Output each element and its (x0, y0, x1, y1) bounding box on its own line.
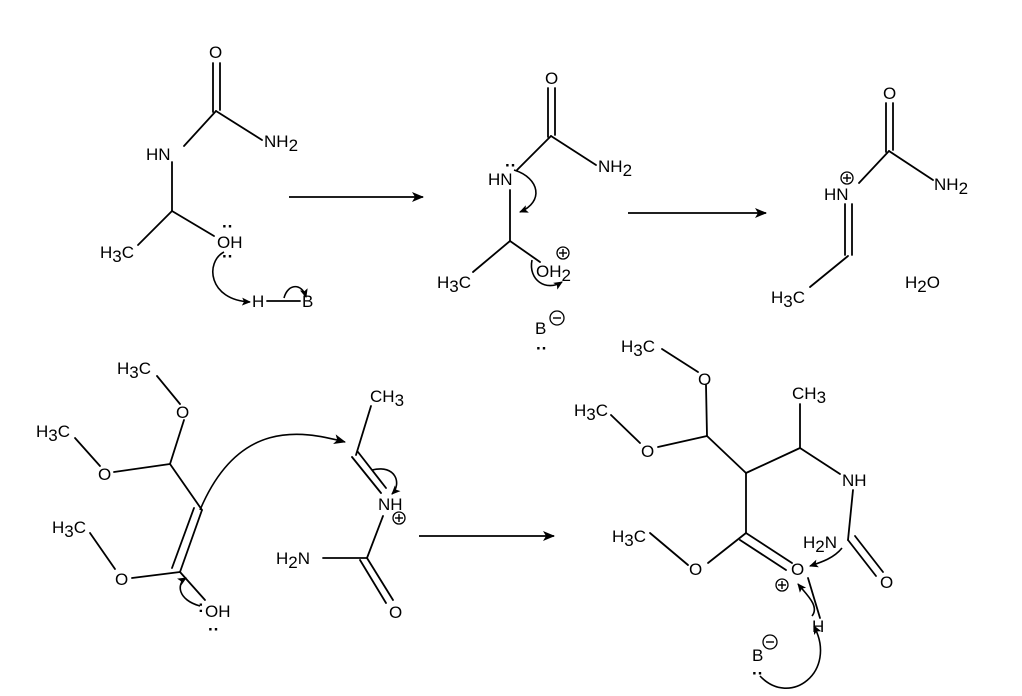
curly-arrow-base-deprotonation (759, 625, 822, 689)
curly-arrow-enol-oh (177, 577, 201, 607)
curly-arrow-co-bond (530, 259, 563, 290)
atom-o: O (641, 442, 654, 461)
atom-h3c: H3C (612, 527, 646, 550)
curly-arrow-enol-attack (199, 433, 346, 511)
curly-arrow-lone-pair (212, 251, 251, 306)
plus-charge-icon (392, 511, 406, 525)
atom-h2n: H2N (803, 533, 837, 556)
molecule-mannich-adduct: H3C O H3C O CH3 NH H2N H3C O O O H B ·· (574, 337, 893, 689)
atom-h3c: H3C (437, 273, 471, 296)
atom-o: O (176, 403, 189, 422)
molecule-protonated-hemiaminal: O NH2 HN ·· OH2 H3C B ·· (437, 69, 632, 358)
water-label: H2O (905, 273, 940, 296)
atom-nh: NH (378, 495, 403, 514)
atom-o: O (698, 370, 711, 389)
svg-text:··: ·· (222, 247, 233, 266)
atom-nh2: NH2 (264, 132, 298, 155)
atom-b: B (752, 646, 763, 665)
atom-h3c: H3C (36, 422, 70, 445)
curly-arrow-n-lone-pair (513, 169, 537, 213)
svg-text:··: ·· (536, 339, 547, 358)
atom-h2n: H2N (276, 549, 310, 572)
atom-h3c: H3C (52, 518, 86, 541)
atom-oh: OH (205, 602, 231, 621)
atom-o: O (115, 570, 128, 589)
svg-text:··: ·· (505, 156, 516, 175)
atom-o: O (689, 560, 702, 579)
svg-text:··: ·· (752, 664, 763, 683)
atom-o: O (209, 43, 222, 62)
atom-hn: HN (146, 145, 171, 164)
atom-h3c: H3C (621, 337, 655, 360)
atom-h: H (252, 292, 264, 311)
atom-o: O (545, 69, 558, 88)
curly-arrow-amide-carbonyl (809, 547, 843, 568)
atom-o: O (791, 560, 804, 579)
atom-b: B (302, 292, 313, 311)
atom-ch3: CH3 (792, 384, 826, 407)
curly-arrow-oh-bond (797, 583, 816, 617)
atom-hn: HN (488, 170, 513, 189)
atom-hn: HN (824, 185, 849, 204)
atom-h3c: H3C (771, 288, 805, 311)
svg-text::: : (198, 597, 204, 616)
atom-h3c: H3C (574, 401, 608, 424)
atom-o: O (880, 573, 893, 592)
curly-arrow-hb-bond (283, 285, 308, 299)
molecule-iminium: O NH2 HN H3C H2O (771, 84, 968, 311)
atom-nh2: NH2 (598, 157, 632, 180)
molecule-hemiaminal: O NH2 HN OH ·· ·· H3C H B (100, 43, 313, 311)
atom-o: O (98, 465, 111, 484)
molecule-enol: H3C O H3C O H3C O OH : ·· (36, 359, 346, 639)
plus-charge-icon (775, 578, 789, 592)
atom-h3c: H3C (100, 243, 134, 266)
atom-h3c: H3C (117, 359, 151, 382)
molecule-iminium-electrophile: CH3 NH H2N O (276, 387, 406, 622)
atom-oh: OH (217, 233, 243, 252)
atom-o: O (389, 603, 402, 622)
plus-charge-icon (556, 246, 570, 260)
atom-nh2: NH2 (934, 175, 968, 198)
minus-charge-icon (549, 310, 565, 326)
svg-text:··: ·· (208, 620, 219, 639)
atom-nh: NH (842, 471, 867, 490)
minus-charge-icon (762, 634, 778, 650)
plus-charge-icon (840, 171, 854, 185)
curly-arrow-cn-bond (371, 468, 401, 495)
svg-text:··: ·· (222, 217, 233, 236)
atom-ch3: CH3 (370, 387, 404, 410)
atom-oh2: OH2 (536, 262, 571, 285)
atom-o: O (883, 84, 896, 103)
atom-b: B (535, 319, 546, 338)
